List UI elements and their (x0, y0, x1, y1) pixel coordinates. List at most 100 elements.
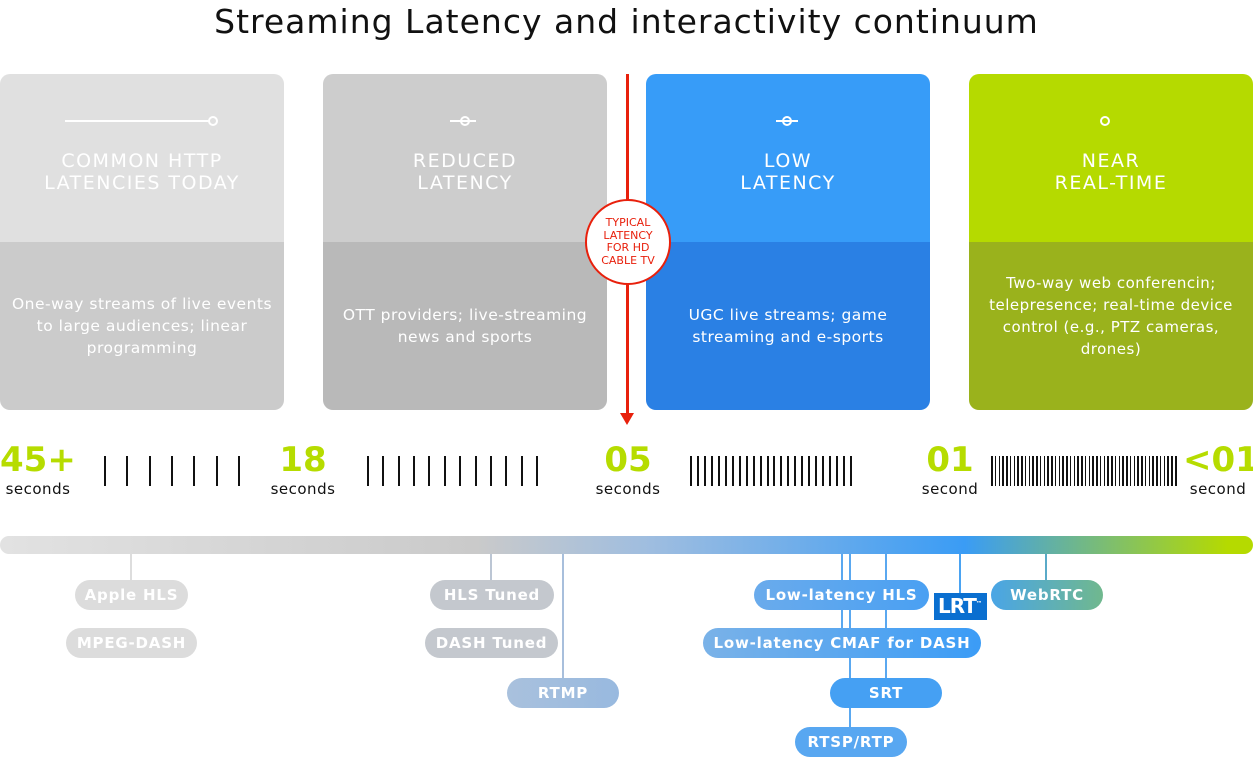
scale-tick (808, 456, 811, 486)
scale-tick (505, 456, 508, 486)
slider-icon (65, 116, 218, 126)
scale-tick (794, 456, 797, 486)
scale-tick (1096, 456, 1098, 486)
scale-tick (1148, 456, 1151, 486)
connector-line (885, 554, 887, 678)
lrt-logo: LRT™ (934, 593, 987, 620)
card-heading: REDUCED (412, 150, 518, 172)
scale-value: 01 (926, 440, 974, 480)
scale-tick (850, 456, 852, 486)
card-body: OTT providers; live-streaming news and s… (323, 242, 607, 410)
scale-tick (815, 456, 818, 486)
card-heading: REAL-TIME (1054, 172, 1168, 194)
scale-tick (759, 456, 762, 486)
scale-tick (787, 456, 790, 486)
scale-tick (1137, 456, 1139, 486)
scale-tick (1084, 456, 1087, 486)
scale-tick (690, 456, 692, 486)
scale-tick (1103, 456, 1106, 486)
card-heading: LATENCIES TODAY (44, 172, 240, 194)
scale-tick (474, 456, 477, 486)
scale-tick (1069, 456, 1072, 486)
scale-unit: seconds (5, 480, 71, 498)
scale-unit: second (1189, 480, 1247, 498)
scale-tick (766, 456, 769, 486)
scale-tick (1144, 456, 1147, 486)
card-body: One-way streams of live events to large … (0, 242, 284, 410)
scale-tick (1043, 456, 1046, 486)
scale-tick (836, 456, 839, 486)
scale-tick (780, 456, 783, 486)
protocol-webrtc: WebRTC (991, 580, 1103, 610)
scale-unit: second (921, 480, 979, 498)
protocol-hls-tuned: HLS Tuned (430, 580, 554, 610)
scale-tick (1054, 456, 1057, 486)
scale-unit: seconds (270, 480, 336, 498)
scale-tick (459, 456, 462, 486)
connector-line (1045, 554, 1047, 580)
scale-tick (536, 456, 538, 486)
scale-tick (1126, 456, 1128, 486)
scale-tick (382, 456, 385, 486)
scale-tick (1092, 456, 1094, 486)
card-heading: COMMON HTTP (61, 150, 223, 172)
diagram-title: Streaming Latency and interactivity cont… (214, 2, 1039, 41)
scale-tick (1062, 456, 1064, 486)
scale-tick (1017, 456, 1019, 486)
scale-tick (738, 456, 741, 486)
scale-tick (1058, 456, 1061, 486)
scale-tick (1111, 456, 1113, 486)
scale-value: 05 (604, 440, 652, 480)
slider-icon (450, 116, 476, 126)
scale-tick (1032, 456, 1034, 486)
lrt-logo-text: LRT (938, 594, 977, 618)
connector-line (490, 554, 492, 580)
cable-tv-marker: TYPICAL LATENCY FOR HD CABLE TV (585, 199, 671, 285)
latency-gradient-bar (0, 536, 1253, 554)
scale-tick (1167, 456, 1169, 486)
scale-tick (104, 456, 106, 486)
scale-value: <01 (1183, 440, 1253, 480)
card-body: Two-way web conferencin; telepresence; r… (969, 242, 1253, 410)
protocol-rtsp-rtp: RTSP/RTP (795, 727, 907, 757)
scale-tick (1152, 456, 1154, 486)
scale-tick (773, 456, 776, 486)
scale-tick (1066, 456, 1068, 486)
scale-tick (1099, 456, 1102, 486)
scale-tick (1114, 456, 1117, 486)
scale-tick (1156, 456, 1158, 486)
scale-tick (413, 456, 416, 486)
scale-tick (1077, 456, 1079, 486)
connector-line (562, 554, 564, 678)
scale-unit: seconds (595, 480, 661, 498)
scale-tick (1159, 456, 1162, 486)
slider-icon (776, 116, 798, 126)
scale-tick (367, 456, 369, 486)
scale-tick (752, 456, 755, 486)
scale-tick (822, 456, 825, 486)
scale-tick (717, 456, 720, 486)
protocol-mpeg-dash: MPEG-DASH (66, 628, 197, 658)
scale-tick (703, 456, 706, 486)
scale-tick (126, 456, 129, 486)
trademark: ™ (975, 600, 982, 608)
scale-tick (1009, 456, 1012, 486)
scale-tick (1129, 456, 1132, 486)
scale-tick (171, 456, 173, 486)
scale-45: 45+seconds (0, 440, 76, 498)
scale-tick (238, 456, 240, 486)
scale-tick (397, 456, 400, 486)
protocol-ll-cmaf: Low-latency CMAF for DASH (703, 628, 981, 658)
scale-tick (1028, 456, 1031, 486)
connector-line (130, 554, 132, 580)
scale-tick (710, 456, 713, 486)
card-body: UGC live streams; game streaming and e-s… (646, 242, 930, 410)
scale-value: 18 (279, 440, 327, 480)
scale-tick (829, 456, 832, 486)
